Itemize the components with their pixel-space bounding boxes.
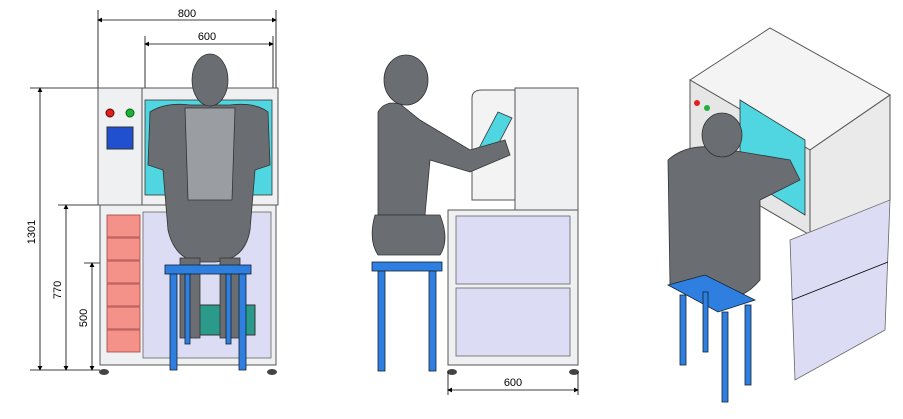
iso-lower-side xyxy=(789,199,891,381)
side-view: 600 xyxy=(371,54,579,395)
mannequin-side xyxy=(371,54,511,256)
stool-side xyxy=(371,261,443,372)
dim-label-seat-height: 500 xyxy=(78,309,90,327)
dim-label-overall-width: 800 xyxy=(178,8,196,20)
stool-iso xyxy=(666,274,757,403)
dim-label-inner-width: 600 xyxy=(198,31,216,43)
dim-label-overall-height: 1301 xyxy=(26,220,38,244)
red-indicator-light xyxy=(105,108,115,118)
dim-label-table-height: 770 xyxy=(52,281,64,299)
green-indicator-light xyxy=(125,108,135,118)
dimension-600-side: 600 xyxy=(447,372,579,395)
mannequin-iso xyxy=(667,112,801,302)
display-screen xyxy=(106,126,134,150)
front-view: 800 600 1301 770 500 xyxy=(26,8,279,375)
mannequin-front xyxy=(147,53,271,339)
side-cabinet xyxy=(514,87,579,211)
dimension-1301: 1301 xyxy=(26,87,100,371)
dim-label-table-depth: 600 xyxy=(504,377,522,389)
isometric-view xyxy=(666,27,891,403)
stool-front xyxy=(164,264,252,371)
dimension-600-front: 600 xyxy=(144,31,274,95)
drawer-stack xyxy=(106,214,141,353)
dimension-770: 770 xyxy=(52,204,100,371)
dimension-800: 800 xyxy=(97,8,277,88)
